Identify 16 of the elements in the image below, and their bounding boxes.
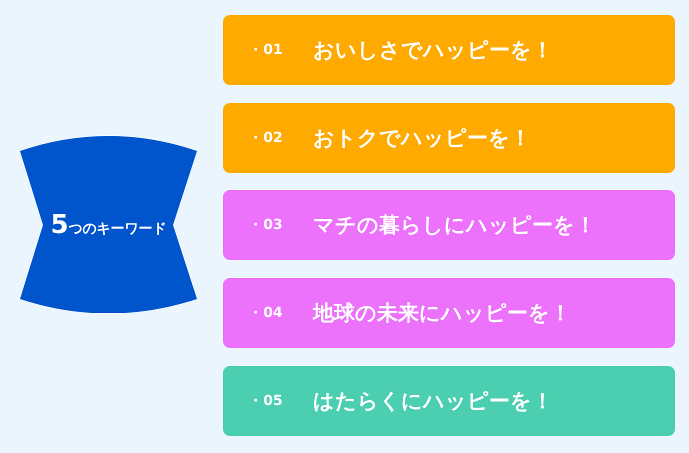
keyword-card xyxy=(223,103,675,173)
item-number: · 01 xyxy=(253,42,283,58)
item-number: · 04 xyxy=(253,305,283,321)
keyword-text: はたらくにハッピーを！ xyxy=(313,388,553,415)
keyword-text: 地球の未来にハッピーを！ xyxy=(313,300,571,327)
item-number: · 05 xyxy=(253,393,283,409)
keyword-card xyxy=(223,278,675,348)
item-number: · 03 xyxy=(253,217,283,233)
keyword-card xyxy=(223,366,675,436)
keyword-card xyxy=(223,190,675,260)
keyword-text: おいしさでハッピーを！ xyxy=(313,37,553,64)
keyword-card xyxy=(223,15,675,85)
item-number: · 02 xyxy=(253,130,283,146)
heading-text: 5つのキーワード xyxy=(50,210,167,240)
keyword-text: マチの暮らしにハッピーを！ xyxy=(313,212,596,239)
keyword-text: おトクでハッピーを！ xyxy=(313,125,531,152)
